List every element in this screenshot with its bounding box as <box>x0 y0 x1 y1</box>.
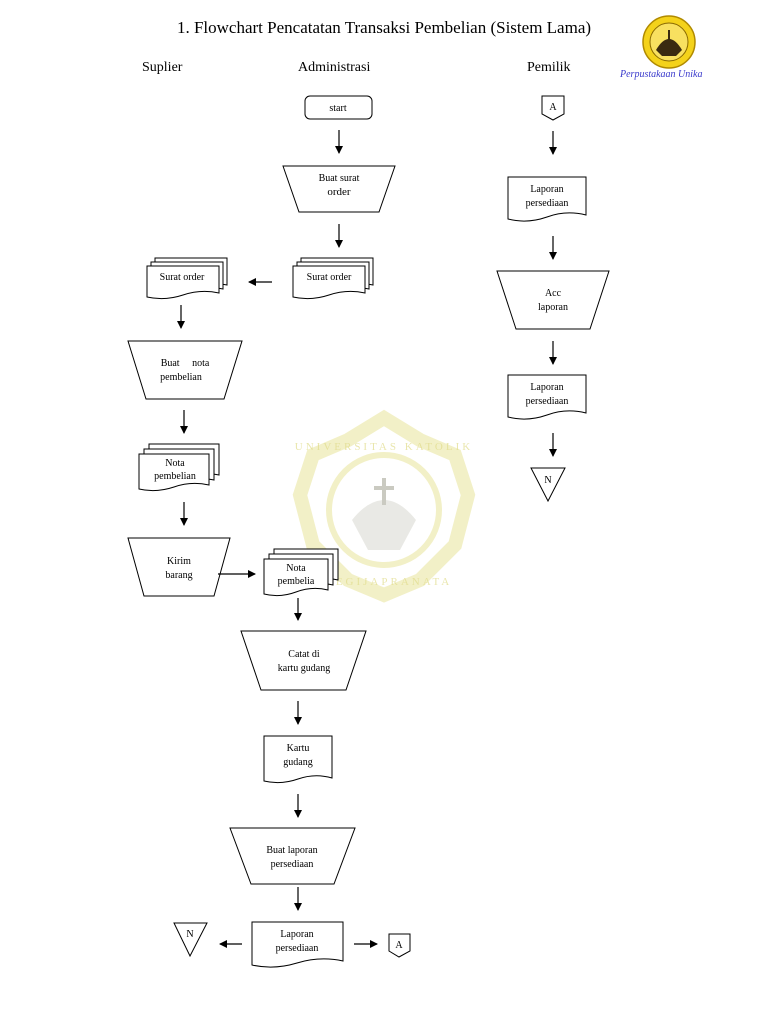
offpage-connector-n-pemilik: N <box>530 467 566 503</box>
svg-text:Buat nota: Buat nota <box>161 358 210 369</box>
node-buat-nota-pembelian: Buat nota pembelian <box>127 340 243 400</box>
university-logo <box>642 15 696 69</box>
node-laporan-persediaan-admin: Laporan persediaan <box>251 921 344 968</box>
svg-text:Kirim: Kirim <box>167 556 191 567</box>
offpage-connector-a-pemilik: A <box>541 95 565 121</box>
node-acc-laporan: Acc laporan <box>496 270 610 330</box>
svg-text:Acc: Acc <box>545 288 562 299</box>
node-surat-order-admin: Surat order <box>292 257 374 300</box>
svg-text:kartu gudang: kartu gudang <box>278 663 331 674</box>
node-kirim-barang: Kirim barang <box>127 537 231 597</box>
svg-text:Nota: Nota <box>165 458 185 469</box>
svg-text:Surat order: Surat order <box>307 272 352 283</box>
svg-text:Nota: Nota <box>286 563 306 574</box>
svg-text:pembelia: pembelia <box>278 576 315 587</box>
svg-text:persediaan: persediaan <box>526 396 569 407</box>
offpage-connector-a-admin: A <box>388 933 411 958</box>
svg-text:pembelian: pembelian <box>160 372 202 383</box>
svg-text:Kartu: Kartu <box>287 743 310 754</box>
node-nota-pembelian: Nota pembelian <box>138 443 220 492</box>
watermark-emblem <box>292 409 476 603</box>
node-catat-kartu-gudang: Catat di kartu gudang <box>240 630 367 691</box>
column-label-pemilik: Pemilik <box>527 60 571 75</box>
svg-text:order: order <box>327 186 351 198</box>
node-laporan-persediaan-pemilik-2: Laporan persediaan <box>507 374 587 420</box>
watermark-text-bottom: SOEGIJAPRANATA <box>316 576 452 588</box>
svg-text:start: start <box>329 103 346 114</box>
svg-text:Laporan: Laporan <box>530 184 563 195</box>
svg-text:gudang: gudang <box>283 757 312 768</box>
node-start: start <box>304 95 373 120</box>
watermark-text-top: UNIVERSITAS KATOLIK <box>295 441 473 453</box>
svg-text:persediaan: persediaan <box>271 859 314 870</box>
column-label-suplier: Suplier <box>142 60 183 75</box>
offpage-connector-n-admin: N <box>173 922 208 958</box>
svg-text:A: A <box>549 102 557 113</box>
svg-text:pembelian: pembelian <box>154 471 196 482</box>
svg-text:N: N <box>544 475 551 486</box>
svg-text:N: N <box>186 929 193 940</box>
svg-text:Laporan: Laporan <box>280 929 313 940</box>
page-title: 1. Flowchart Pencatatan Transaksi Pembel… <box>176 18 592 37</box>
svg-text:persediaan: persediaan <box>526 198 569 209</box>
node-laporan-persediaan-pemilik-1: Laporan persediaan <box>507 176 587 222</box>
logo-caption: Perpustakaan Unika <box>620 69 703 80</box>
svg-text:barang: barang <box>165 570 192 581</box>
svg-text:Surat order: Surat order <box>160 272 205 283</box>
svg-text:persediaan: persediaan <box>276 943 319 954</box>
svg-text:Buat surat: Buat surat <box>319 173 360 184</box>
column-label-administrasi: Administrasi <box>298 60 371 75</box>
svg-text:laporan: laporan <box>538 302 568 313</box>
node-buat-surat-order: Buat surat order <box>282 165 396 213</box>
node-kartu-gudang: Kartu gudang <box>263 735 333 784</box>
svg-text:Buat laporan: Buat laporan <box>266 845 317 856</box>
svg-text:A: A <box>395 940 403 951</box>
node-buat-laporan-persediaan: Buat laporan persediaan <box>229 827 356 885</box>
node-surat-order-suplier: Surat order <box>146 257 228 300</box>
node-nota-pembelia: Nota pembelia <box>263 548 339 597</box>
svg-text:Catat di: Catat di <box>288 649 320 660</box>
svg-text:Laporan: Laporan <box>530 382 563 393</box>
